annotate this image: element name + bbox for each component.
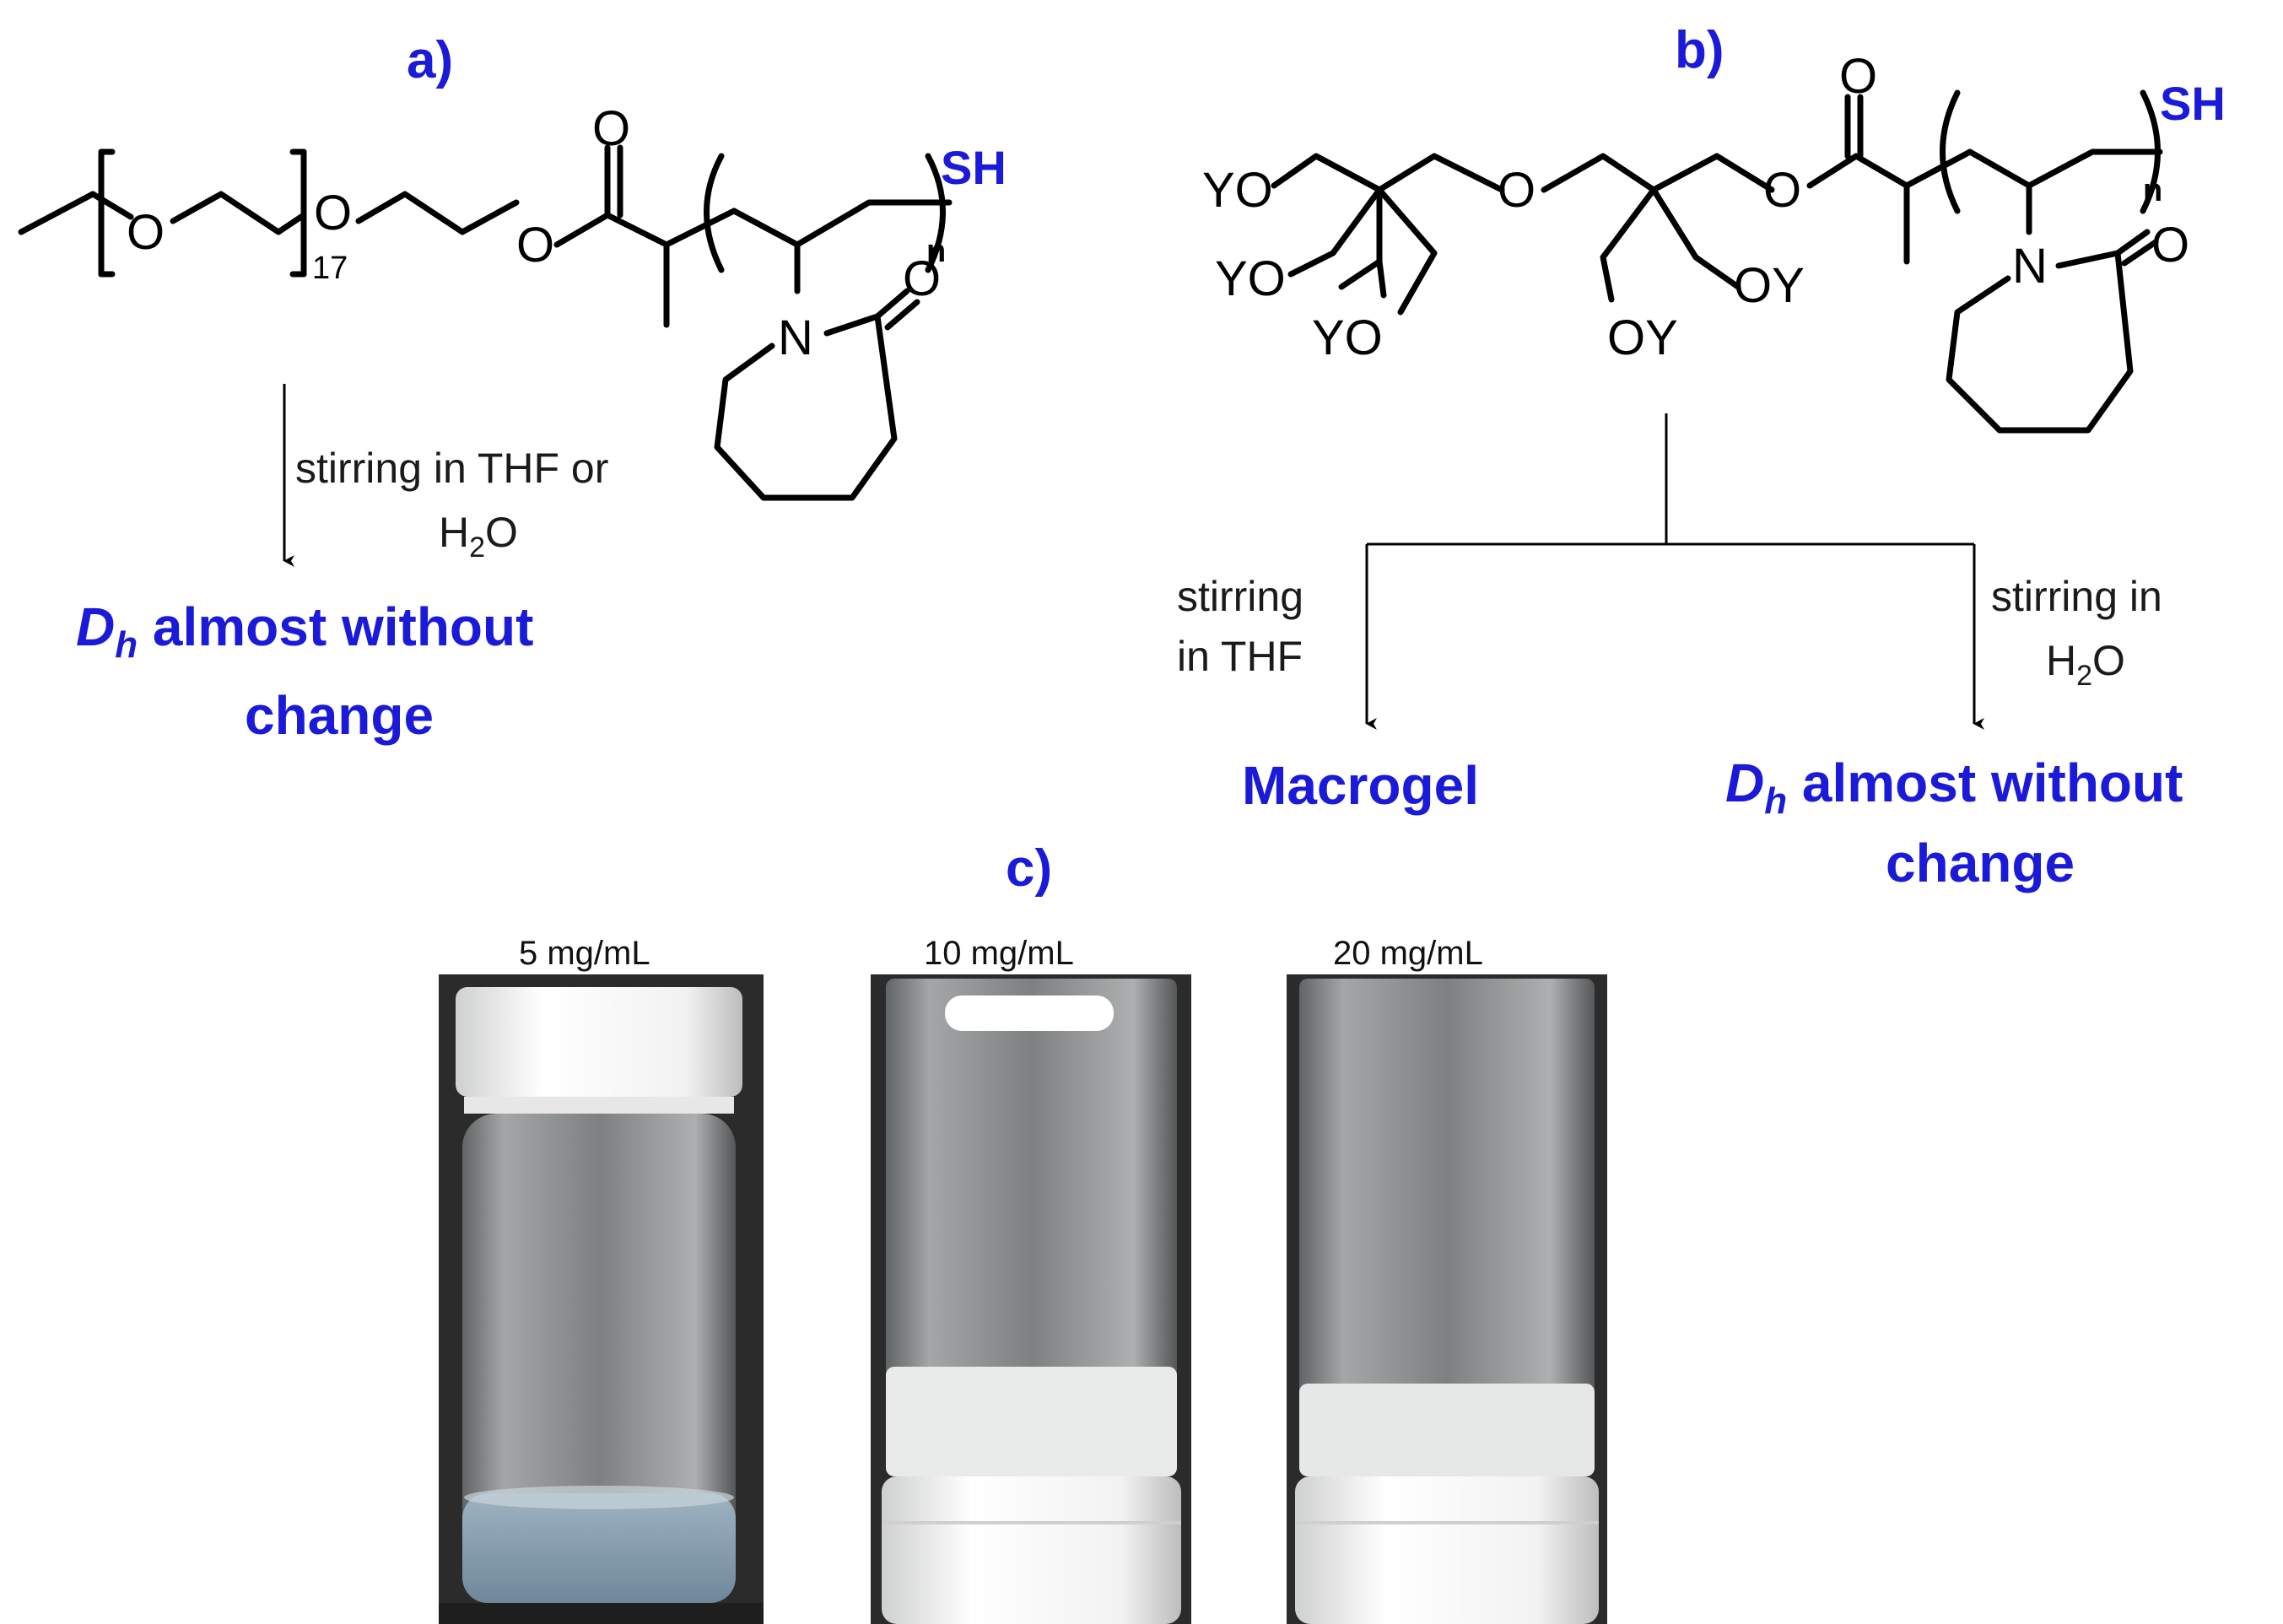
- thiol-end-group: SH: [941, 141, 1007, 194]
- vial-photo-5mgml: 5 mg/mL: [439, 935, 764, 1624]
- peg-pnvcl-structure: O 17 O O O SH n N O: [18, 101, 1007, 501]
- panel-b-label: b): [1675, 21, 1724, 79]
- thiol-end-group-b: SH: [2160, 77, 2226, 130]
- condition-b-left-line1: stirring: [1177, 573, 1303, 620]
- condition-b-left-line2: in THF: [1177, 633, 1303, 680]
- peg-repeat-count: 17: [312, 251, 348, 286]
- lactam-oxygen-b: O: [2151, 218, 2189, 272]
- vial-label-20mgml: 20 mg/mL: [1333, 935, 1483, 972]
- star-polymer-structure: YO YO YO O OY OY O O SH n: [1202, 49, 2226, 434]
- result-b-right-line2: change: [1886, 833, 2075, 893]
- lactam-oxygen: O: [903, 251, 941, 306]
- repeat-n-b: n: [2143, 173, 2162, 208]
- carbonyl-oxygen: O: [592, 101, 630, 156]
- panel-b: b) YO YO YO O OY OY O O: [1177, 21, 2226, 893]
- panel-a: a) O 17 O O O SH n N: [18, 31, 1007, 746]
- oy-group-1: OY: [1607, 310, 1678, 365]
- condition-b-right-line1: stirring in: [1991, 573, 2162, 620]
- peg-oxygen-1: O: [127, 205, 165, 260]
- panel-c: c) 5 mg/mL 10 mg/mL 20 mg/mL: [439, 839, 1607, 1624]
- condition-a-line1: stirring in THF or: [295, 445, 608, 492]
- yo-group-3: YO: [1312, 310, 1383, 365]
- panel-a-label: a): [407, 31, 453, 89]
- result-a-line1: Dh almost without: [76, 596, 533, 666]
- condition-b-right-line2: H2O: [2046, 637, 2125, 692]
- yo-group-1: YO: [1202, 163, 1273, 218]
- repeat-n: n: [926, 234, 946, 269]
- ester-oxygen-b: O: [1763, 163, 1801, 218]
- lactam-nitrogen: N: [778, 310, 813, 365]
- ether-oxygen: O: [1498, 163, 1535, 218]
- panel-c-label: c): [1006, 839, 1052, 898]
- vial-photo-20mgml: 20 mg/mL: [1287, 935, 1607, 1624]
- oy-group-2: OY: [1734, 258, 1805, 313]
- result-a-line2: change: [245, 685, 434, 746]
- carbonyl-oxygen-b: O: [1839, 49, 1877, 104]
- lactam-nitrogen-b: N: [2012, 239, 2048, 294]
- peg-oxygen-2: O: [314, 186, 352, 240]
- vial-label-10mgml: 10 mg/mL: [924, 935, 1074, 972]
- ester-oxygen: O: [516, 218, 554, 272]
- vial-photo-10mgml: 10 mg/mL: [871, 935, 1191, 1624]
- condition-a-line2: H2O: [439, 509, 518, 564]
- result-b-right-line1: Dh almost without: [1725, 753, 2183, 822]
- yo-group-2: YO: [1215, 251, 1286, 306]
- result-b-left: Macrogel: [1242, 755, 1479, 816]
- vial-label-5mgml: 5 mg/mL: [519, 935, 650, 972]
